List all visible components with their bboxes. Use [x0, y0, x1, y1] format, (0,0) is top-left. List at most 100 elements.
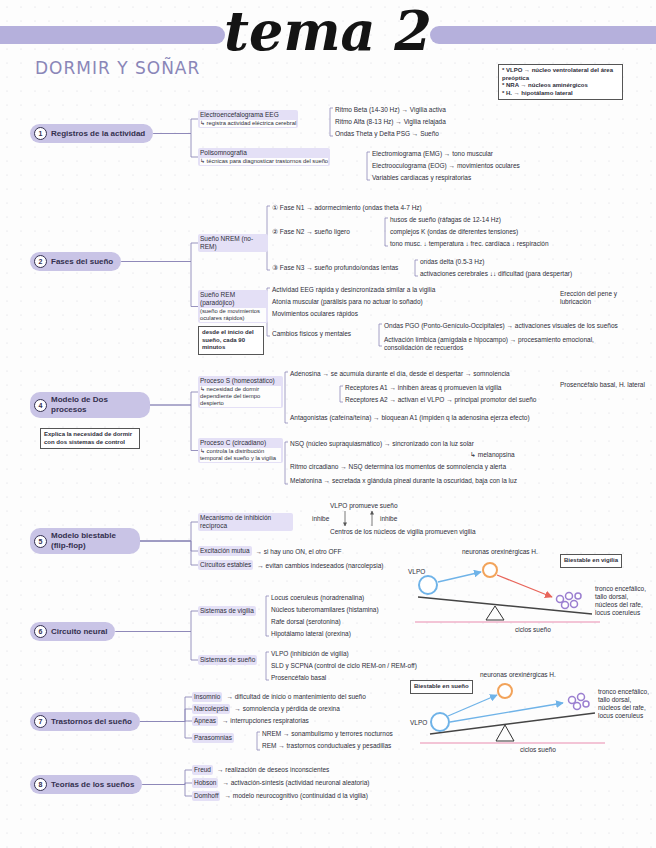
- section-pill: 5Modelo biestable (flip-flop): [30, 528, 140, 554]
- topic-highlight: Parasomnias: [192, 733, 234, 743]
- page-title: tema 2: [0, 0, 656, 62]
- note-text: Locus coeruleus (noradrenalina): [271, 594, 364, 602]
- aminergic-cluster: [557, 593, 582, 609]
- note-text: neuronas orexinérgicas H.: [462, 548, 538, 556]
- callout-number: 6: [34, 625, 47, 638]
- note-text: Atonía muscular (parálisis para no actua…: [272, 298, 423, 306]
- section-pill: 4Modelo de Dos procesos: [30, 392, 150, 418]
- bracket: [257, 732, 260, 750]
- note-text: Prosencéfalo basal, H. lateral: [560, 381, 645, 389]
- node-text: ↳ necesidad de dormir dependiente del ti…: [200, 386, 281, 407]
- note-text: ondas delta (0.5-3 Hz): [420, 258, 484, 266]
- section-pill: 7 Trastornos del sueño: [30, 712, 140, 731]
- branch-connector: [115, 611, 198, 632]
- note-text: → realización de deseos inconscientes: [217, 766, 329, 774]
- note-text: ↳ melanopsina: [470, 451, 515, 459]
- node-text: desde el inicio del sueño, cada 90 minut…: [202, 329, 260, 352]
- node-text: * NRA → núcleos aminérgicos: [502, 82, 619, 90]
- note-text: ciclos sueño: [515, 626, 551, 634]
- note-text: REM → trastornos conductuales y pesadill…: [262, 742, 391, 750]
- branch-connector: [140, 709, 192, 722]
- note-text: Centros de los núcleos de vigilia promue…: [330, 528, 476, 536]
- node-text: Circuito neural: [51, 627, 107, 637]
- note-text: tono musc. ↓ temperatura ↓ frec. cardíac…: [390, 240, 549, 248]
- note-text: tronco encefálico, tallo dorsal, núcleos…: [598, 688, 650, 720]
- node-text: Parasomnias: [194, 734, 232, 742]
- bracket: [367, 152, 370, 180]
- orexin-neuron: [498, 684, 512, 698]
- projection-arrow: [497, 575, 552, 597]
- node-text: (sueño de movimientos oculares rápidos): [200, 308, 266, 322]
- topic-highlight: Freud: [192, 765, 213, 775]
- section-pill: 8Teorías de los sueños: [30, 775, 142, 794]
- node-text: Biestable en vigilia: [564, 557, 618, 565]
- note-text: → dificultad de inicio o mantenimiento d…: [226, 693, 365, 701]
- node-text: Hobson: [194, 779, 216, 787]
- topic-highlight: Insomnio: [192, 692, 222, 702]
- node-text: Sistemas de sueño: [200, 656, 255, 664]
- branch-connector: [153, 119, 198, 134]
- projection-arrow: [450, 703, 563, 722]
- topic-highlight: Narcolepsia: [192, 704, 230, 714]
- note-box: Explica la necesidad de dormir con dos s…: [40, 428, 140, 449]
- note-text: Actividad EEG rápida y desincronizada si…: [272, 286, 435, 294]
- note-text: VLPO (inhibición de vigilia): [271, 650, 349, 658]
- node-text: Electroencefalograma EEG: [200, 111, 296, 119]
- note-text: → somnolencia y pérdida de orexina: [234, 705, 340, 713]
- callout-number: 7: [34, 715, 47, 728]
- node-text: Registros de la actividad: [51, 129, 145, 139]
- note-text: Antagonistas (cafeína/teína) → bloquean …: [290, 414, 530, 422]
- topic-highlight: Polisomnografía↳ técnicas para diagnosti…: [198, 148, 330, 166]
- note-text: neuronas orexinérgicas H.: [480, 671, 556, 679]
- baseline: [420, 742, 605, 743]
- note-text: ① Fase N1 → adormecimiento (ondas theta …: [272, 204, 422, 212]
- bracket: [385, 218, 388, 246]
- section-pill: 1Registros de la actividad: [30, 124, 153, 143]
- note-text: → interrupciones respiratorias: [222, 717, 309, 725]
- note-text: complejos K (ondas de diferentes tension…: [390, 228, 518, 236]
- note-box: Biestable en vigilia: [560, 554, 622, 568]
- branch-connector: [140, 697, 192, 722]
- note-text: Electromiograma (EMG) → tono muscular: [372, 150, 493, 158]
- orexin-neuron: [483, 563, 497, 577]
- fulcrum: [496, 725, 514, 741]
- subtitle: DORMIR Y SOÑAR: [35, 58, 200, 78]
- vlpo-neuron: [431, 713, 449, 731]
- section-pill: 2Fases del sueño: [30, 252, 121, 271]
- branch-connector: [150, 392, 198, 405]
- note-text: ② Fase N2 → sueño ligero: [272, 228, 350, 236]
- topic-highlight: Sistemas de vigilia: [198, 606, 256, 616]
- note-text: Ritmo Alfa (8-13 Hz) → Vigilia relajada: [335, 118, 446, 126]
- note-text: → activación-síntesis (actividad neurona…: [222, 779, 369, 787]
- note-text: Melatonina → secretada x glándula pineal…: [290, 477, 517, 485]
- branch-connector: [153, 134, 198, 158]
- node-text: * H. → hipotálamo lateral: [502, 90, 619, 98]
- note-text: Ondas Theta y Delta PSG → Sueño: [335, 130, 439, 138]
- node-text: Freud: [194, 766, 211, 774]
- bracket: [415, 260, 418, 276]
- callout-number: 5: [34, 535, 47, 548]
- note-text: → evitan cambios indeseados (narcolepsia…: [257, 562, 383, 570]
- note-text: inhibe: [312, 515, 329, 523]
- note-text: Receptores A2 → activan el VLPO → princi…: [345, 396, 537, 404]
- section-pill: 6 Circuito neural: [30, 622, 115, 641]
- baseline: [415, 621, 600, 622]
- note-text: Electrooculograma (EOG) → movimientos oc…: [372, 162, 520, 170]
- node-text: Trastornos del sueño: [51, 717, 132, 727]
- note-text: husos de sueño (ráfagas de 12-14 Hz): [390, 216, 501, 224]
- branch-connector: [121, 243, 198, 262]
- note-text: Activación límbica (amígdala e hipocampo…: [384, 336, 634, 352]
- node-text: Narcolepsia: [194, 705, 228, 713]
- note-text: tronco encefálico, tallo dorsal, núcleos…: [595, 585, 647, 617]
- note-text: VLPO: [408, 568, 425, 576]
- note-text: Ritmo circadiano → NSQ determina los mom…: [290, 463, 506, 471]
- note-box: Biestable en sueño: [410, 680, 473, 694]
- seesaw-beam: [430, 713, 595, 734]
- node-text: ↳ registra actividad eléctrica cerebral: [200, 120, 296, 127]
- note-text: Erección del pene y lubricación: [560, 290, 640, 306]
- topic-highlight: Electroencefalograma EEG↳ registra activ…: [198, 110, 298, 128]
- title-bar: [0, 26, 225, 44]
- topic-highlight: Circuitos estables: [198, 560, 253, 570]
- note-text: Movimientos oculares rápidos: [272, 310, 358, 318]
